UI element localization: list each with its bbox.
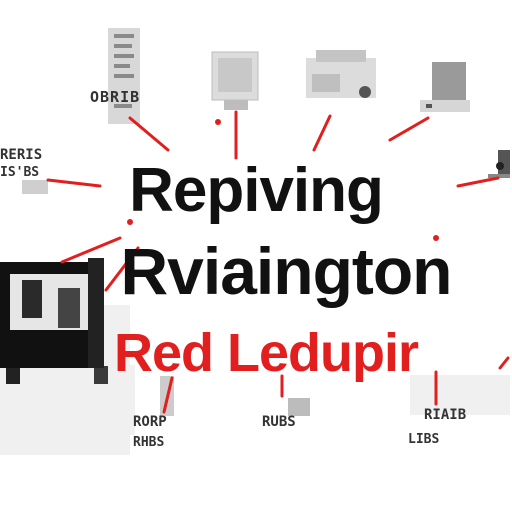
fragment-bottom-right-1: RIAIB — [424, 407, 467, 423]
forklift-icon — [0, 258, 108, 384]
fragment-left-2: IS'BS — [0, 165, 40, 180]
document-icon — [108, 28, 140, 124]
fragment-bottom-left-1: RORP — [133, 414, 167, 430]
screen-icon — [420, 62, 470, 112]
lamp-icon — [488, 150, 510, 178]
fragment-left-1: RERIS — [0, 147, 43, 163]
monitor-icon — [211, 51, 259, 110]
fragment-bottom-center: RUBS — [262, 414, 296, 430]
fragment-bottom-right-2: LIBS — [408, 432, 440, 447]
fragment-bottom-left-2: RHBS — [133, 435, 165, 450]
connector-lines — [46, 110, 510, 414]
headline-line-2: Rviaington — [120, 234, 453, 308]
printer-icon — [306, 50, 376, 98]
fragment-top-left: OBRIB — [90, 88, 141, 106]
headline-line-1: Repiving — [129, 156, 384, 225]
headline-line-3: Red Ledupir — [113, 323, 419, 383]
box-icon — [22, 180, 48, 194]
connector-dots — [127, 119, 439, 241]
